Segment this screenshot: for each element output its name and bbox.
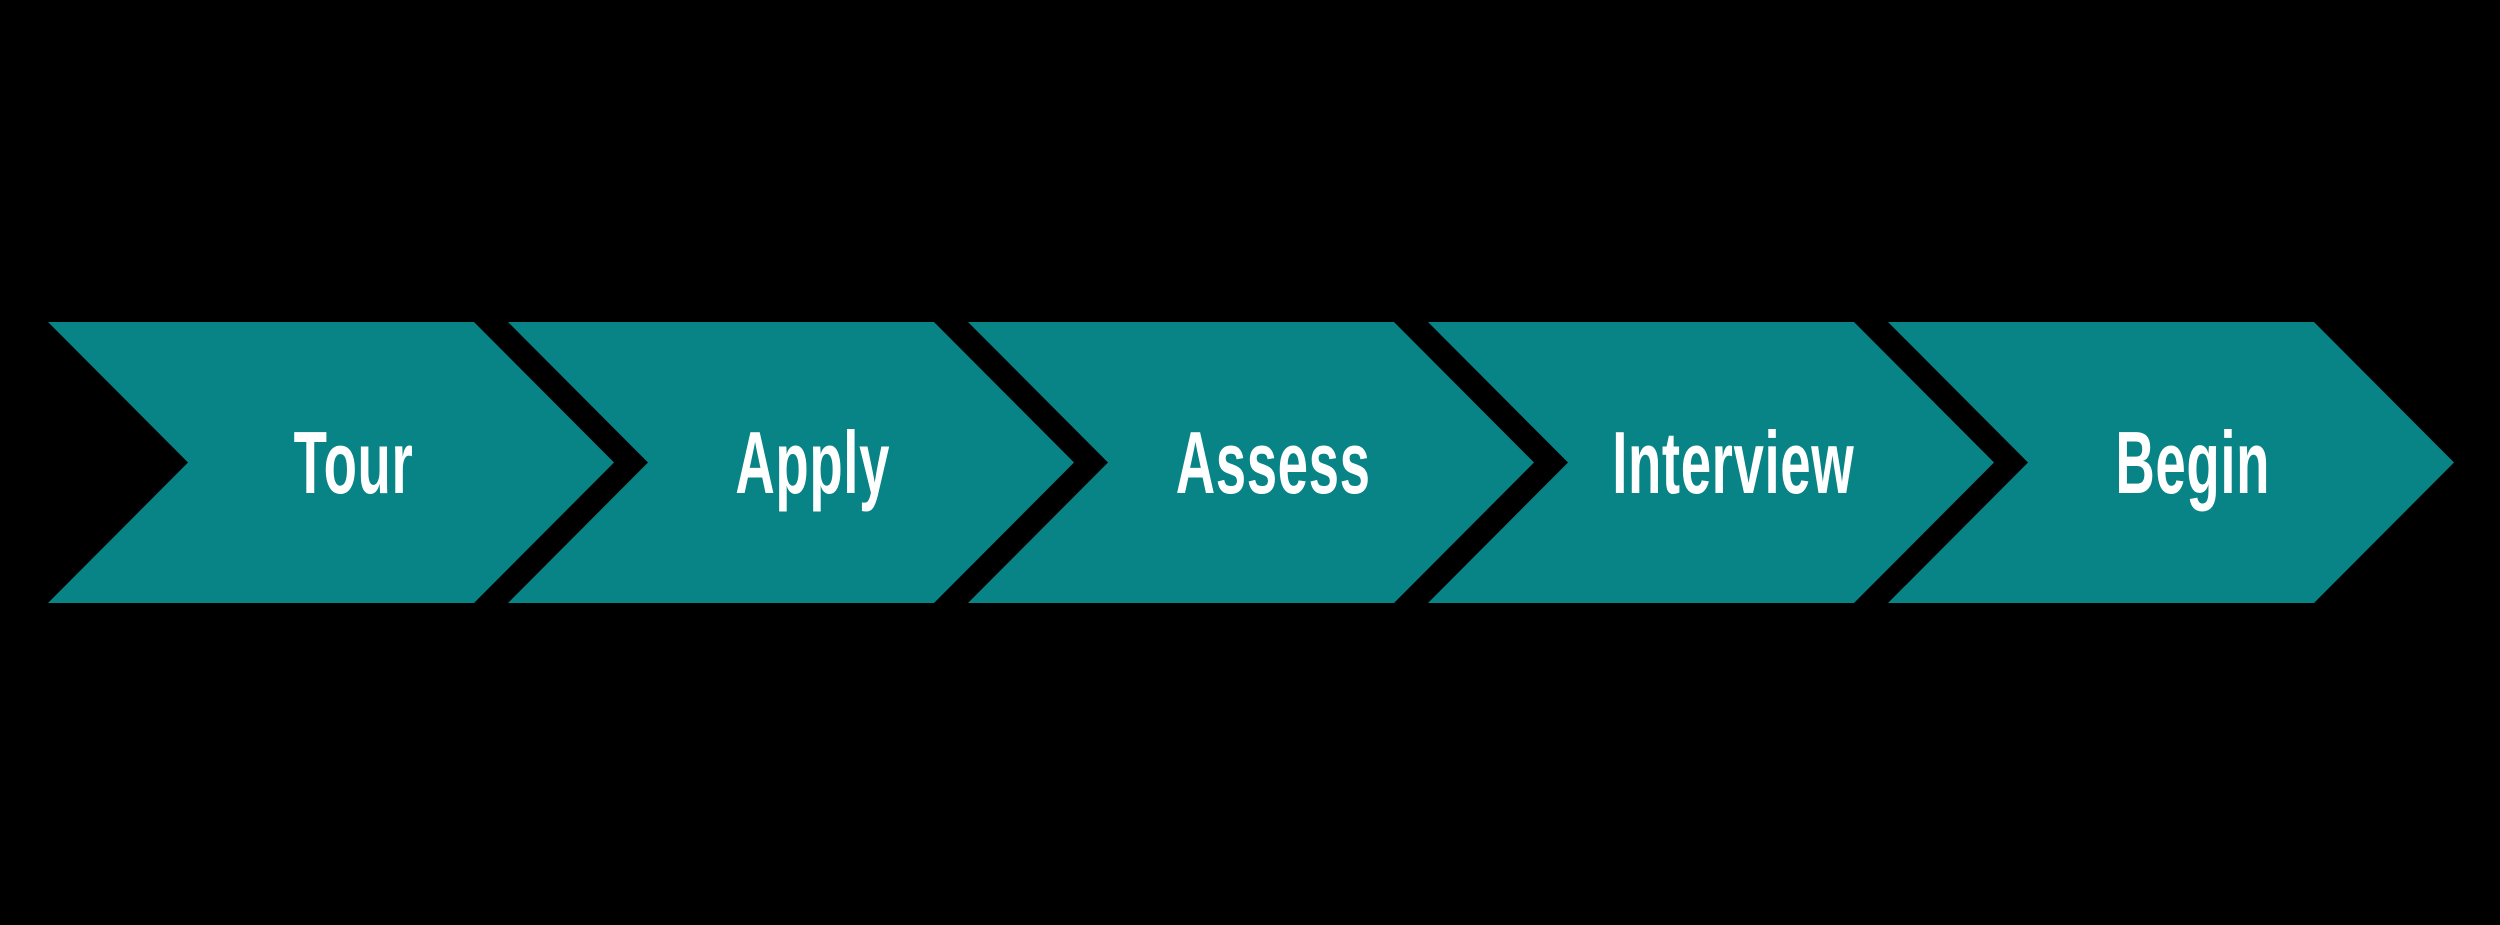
chevron-step-label: Interview bbox=[1611, 412, 1855, 512]
chevron-step-label: Assess bbox=[1175, 412, 1371, 512]
chevron-step-5: Begin bbox=[1888, 322, 2454, 603]
chevron-step-label: Begin bbox=[2115, 412, 2271, 512]
chevron-step-label: Apply bbox=[735, 412, 891, 512]
process-flow: Tour Apply Assess Interview Begin bbox=[48, 322, 2454, 603]
chevron-step-1: Tour bbox=[48, 322, 614, 603]
chevron-step-label: Tour bbox=[293, 412, 413, 512]
